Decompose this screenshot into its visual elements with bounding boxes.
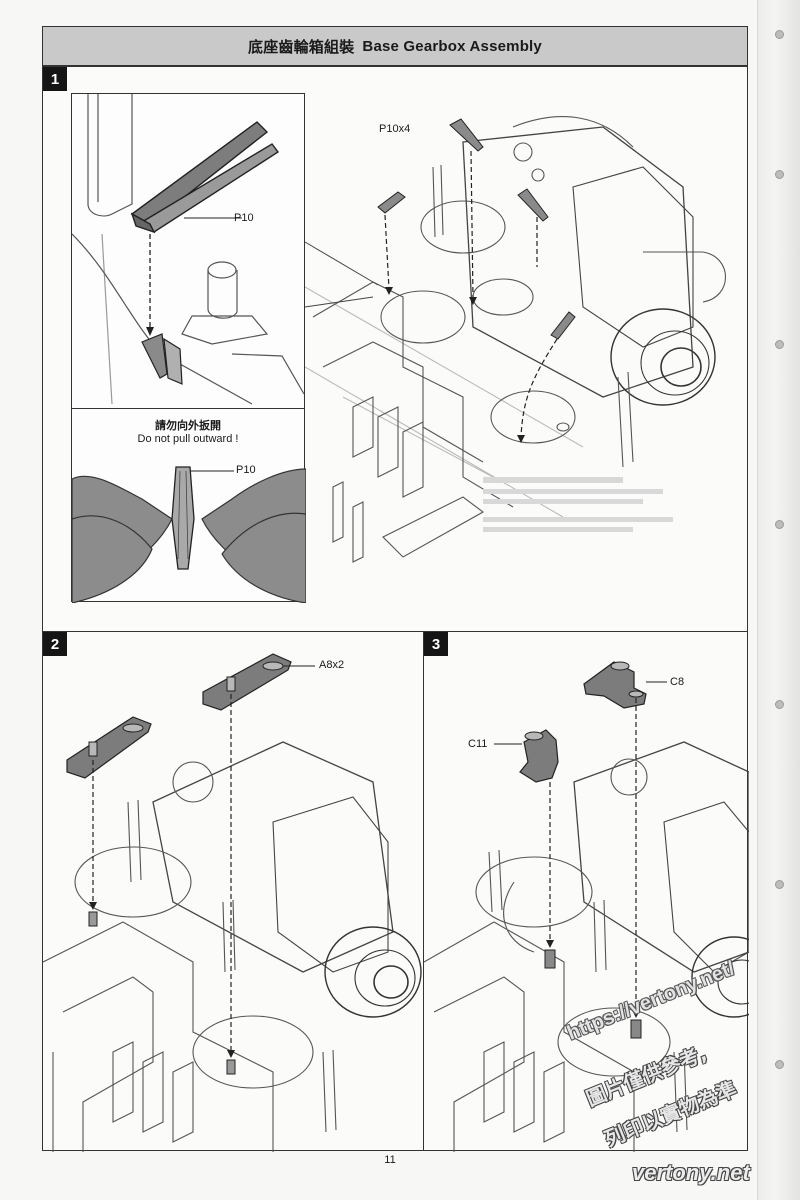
binding-strip bbox=[757, 0, 800, 1200]
step-1-gearbox-illustration bbox=[304, 116, 726, 563]
binding-hole bbox=[775, 340, 784, 349]
binding-hole bbox=[775, 170, 784, 179]
binding-hole bbox=[775, 1060, 784, 1069]
binding-hole bbox=[775, 30, 784, 39]
p10x4-label: P10x4 bbox=[379, 123, 411, 135]
hands-holding-p10-drawing bbox=[72, 466, 306, 603]
section-header: 底座齒輪箱組裝 Base Gearbox Assembly bbox=[42, 26, 748, 66]
header-title-zh: 底座齒輪箱組裝 bbox=[248, 37, 355, 56]
warning-text-zh: 請勿向外扳開 bbox=[155, 419, 221, 432]
header-title-en: Base Gearbox Assembly bbox=[362, 37, 542, 55]
step-3-panel: 3 bbox=[423, 631, 749, 1152]
binding-hole bbox=[775, 520, 784, 529]
p10-hands-label: P10 bbox=[236, 464, 256, 476]
step-3-gearbox-illustration bbox=[424, 661, 749, 1152]
do-not-pull-warning-detail: 請勿向外扳開 Do not pull outward ! P10 bbox=[71, 408, 306, 603]
a8x2-label: A8x2 bbox=[319, 659, 345, 671]
watermark-site: vertony.net bbox=[632, 1160, 750, 1185]
c11-label: C11 bbox=[468, 738, 488, 750]
step-number: 2 bbox=[43, 632, 67, 656]
step-number: 3 bbox=[424, 632, 448, 656]
binding-hole bbox=[775, 880, 784, 889]
step-2-gearbox-illustration bbox=[43, 653, 422, 1152]
binding-hole bbox=[775, 700, 784, 709]
step-2-panel: 2 bbox=[42, 631, 424, 1152]
warning-text-en: Do not pull outward ! bbox=[137, 433, 239, 445]
p10-insertion-drawing bbox=[72, 94, 305, 405]
step-1-panel: 1 bbox=[42, 66, 748, 632]
step-number: 1 bbox=[43, 67, 67, 91]
page-number: 11 bbox=[384, 1154, 396, 1166]
p10-insertion-detail: P10 bbox=[71, 93, 305, 409]
p10-detail-label: P10 bbox=[234, 212, 254, 224]
c8-label: C8 bbox=[670, 676, 685, 688]
